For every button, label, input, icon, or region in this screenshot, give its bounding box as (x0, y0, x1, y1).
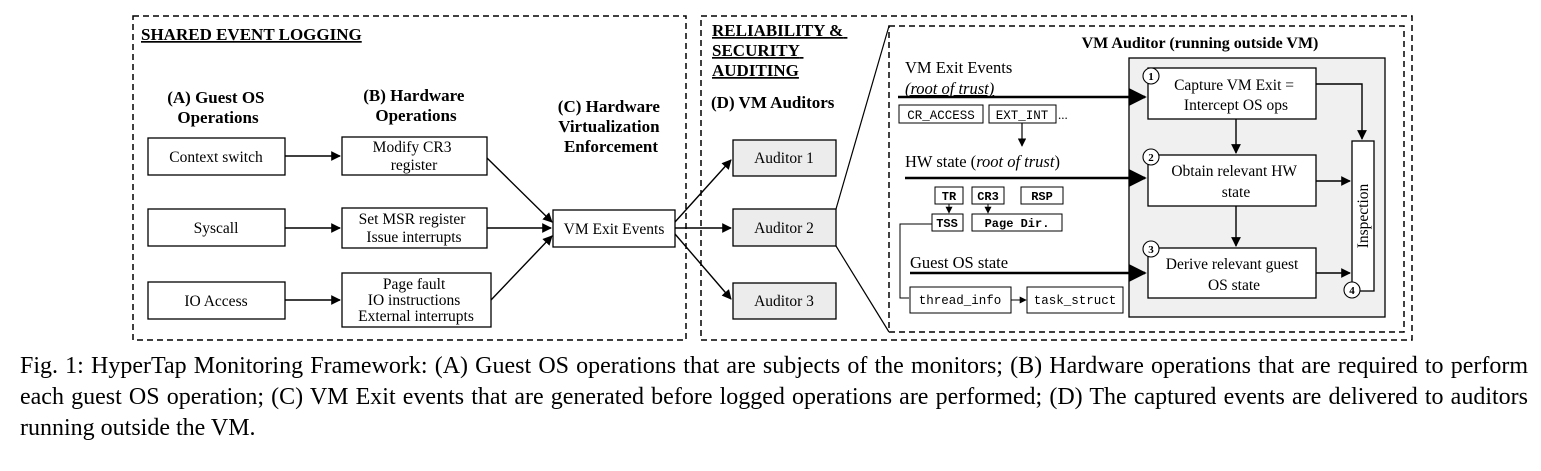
svg-text:CR_ACCESS: CR_ACCESS (907, 109, 975, 123)
svg-text:CR3: CR3 (977, 190, 999, 204)
guest-os-state-label: Guest OS state (910, 253, 1008, 272)
exit-types-ellipsis: ... (1058, 107, 1068, 122)
svg-text:EXT_INT: EXT_INT (996, 109, 1049, 123)
reliability-heading: RELIABILITY & SECURITY AUDITING (712, 21, 847, 80)
shared-logging-panel (132, 15, 687, 341)
input-flow-arrows (898, 87, 1147, 283)
col-c-heading: (C) Hardware Virtualization Enforcement (558, 97, 664, 156)
svg-text:1: 1 (1148, 71, 1154, 83)
svg-text:Derive relevant guest OS: Derive relevant guest OS state (1166, 256, 1302, 294)
guest-op-io-access: IO Access (147, 281, 286, 320)
svg-text:Obtain relevant HW state: Obtain relevant HW state (1171, 163, 1300, 201)
svg-text:Auditor 3: Auditor 3 (754, 293, 814, 310)
svg-text:VM Exit Events: VM Exit Events (564, 221, 665, 238)
root-of-trust-label-1: (root of trust) (905, 79, 994, 98)
reg-cr3: CR3 (971, 186, 1005, 205)
vm-auditor-title: VM Auditor (running outside VM) (1082, 35, 1319, 52)
svg-text:3: 3 (1148, 244, 1154, 256)
reliability-panel (700, 15, 1413, 341)
hw-op-page-fault-io: Page fault IO instructions External inte… (341, 272, 492, 328)
exit-type-cr-access: CR_ACCESS (898, 104, 984, 124)
reg-tr: TR (934, 186, 964, 205)
auditor-3: Auditor 3 (732, 282, 837, 320)
col-a-heading: (A) Guest OS Operations (167, 88, 269, 127)
step-3-derive-guest-state: 3 Derive relevant guest OS state (1142, 240, 1317, 299)
step-1-capture-vm-exit: 1 Capture VM Exit = Intercept OS ops (1142, 67, 1317, 120)
guest-to-hw-arrows (285, 151, 341, 305)
vmexit-to-auditor-arrows (674, 159, 732, 300)
zoom-lines (835, 25, 890, 333)
col-d-heading: (D) VM Auditors (711, 93, 835, 112)
reg-rsp: RSP (1020, 186, 1064, 205)
step-2-obtain-hw-state: 2 Obtain relevant HW state (1142, 148, 1317, 207)
exit-type-ext-int: EXT_INT (988, 104, 1057, 124)
vm-exit-events-label: VM Exit Events (905, 58, 1012, 77)
figure-caption: Fig. 1: HyperTap Monitoring Framework: (… (20, 353, 1528, 441)
svg-text:Auditor 1: Auditor 1 (754, 150, 814, 167)
svg-text:Auditor 2: Auditor 2 (754, 220, 814, 237)
struct-task-struct: task_struct (1026, 286, 1124, 314)
auditor-1: Auditor 1 (732, 139, 837, 177)
svg-text:TR: TR (942, 190, 957, 204)
svg-text:Inspection: Inspection (1355, 183, 1372, 248)
reg-target-page-dir: Page Dir. (971, 213, 1063, 232)
hw-state-label: HW state (root of trust) (905, 152, 1060, 171)
inspection-box: Inspection (1351, 140, 1375, 292)
auditor-2: Auditor 2 (732, 208, 837, 247)
svg-text:Modify CR3 register: Modify CR3 register (373, 139, 456, 174)
svg-text:TSS: TSS (936, 217, 958, 231)
reg-target-tss: TSS (931, 213, 964, 232)
svg-text:2: 2 (1148, 152, 1154, 164)
guest-op-syscall: Syscall (147, 208, 286, 247)
hw-op-msr-interrupts: Set MSR register Issue interrupts (341, 207, 488, 249)
step-4-badge: 4 (1343, 281, 1361, 299)
shared-logging-heading: SHARED EVENT LOGGING (141, 25, 362, 44)
svg-text:Syscall: Syscall (194, 220, 239, 237)
hw-to-vmexit-arrows (486, 157, 553, 301)
svg-text:task_struct: task_struct (1034, 294, 1117, 308)
hypertap-diagram: SHARED EVENT LOGGING (A) Guest OS Operat… (132, 15, 1413, 341)
step-to-inspection-arrows (1316, 83, 1367, 278)
svg-text:4: 4 (1349, 285, 1355, 297)
svg-text:IO Access: IO Access (184, 293, 247, 310)
col-b-heading: (B) Hardware Operations (363, 86, 468, 125)
vm-exit-events-box: VM Exit Events (552, 209, 676, 248)
struct-thread-info: thread_info (909, 286, 1012, 314)
svg-text:Page fault IO instructio: Page fault IO instructions External inte… (358, 276, 474, 325)
reg-small-arrows (945, 204, 992, 214)
tss-to-thread-info-connector (899, 223, 932, 299)
svg-text:thread_info: thread_info (919, 294, 1002, 308)
svg-text:Set MSR register Issue i: Set MSR register Issue interrupts (359, 211, 470, 246)
svg-text:Page Dir.: Page Dir. (985, 217, 1050, 231)
guest-op-context-switch: Context switch (147, 137, 286, 176)
hw-op-modify-cr3: Modify CR3 register (341, 136, 488, 176)
svg-text:RSP: RSP (1031, 190, 1053, 204)
svg-text:Context switch: Context switch (169, 149, 263, 166)
svg-text:Capture VM Exit = Interc: Capture VM Exit = Intercept OS ops (1174, 77, 1298, 114)
